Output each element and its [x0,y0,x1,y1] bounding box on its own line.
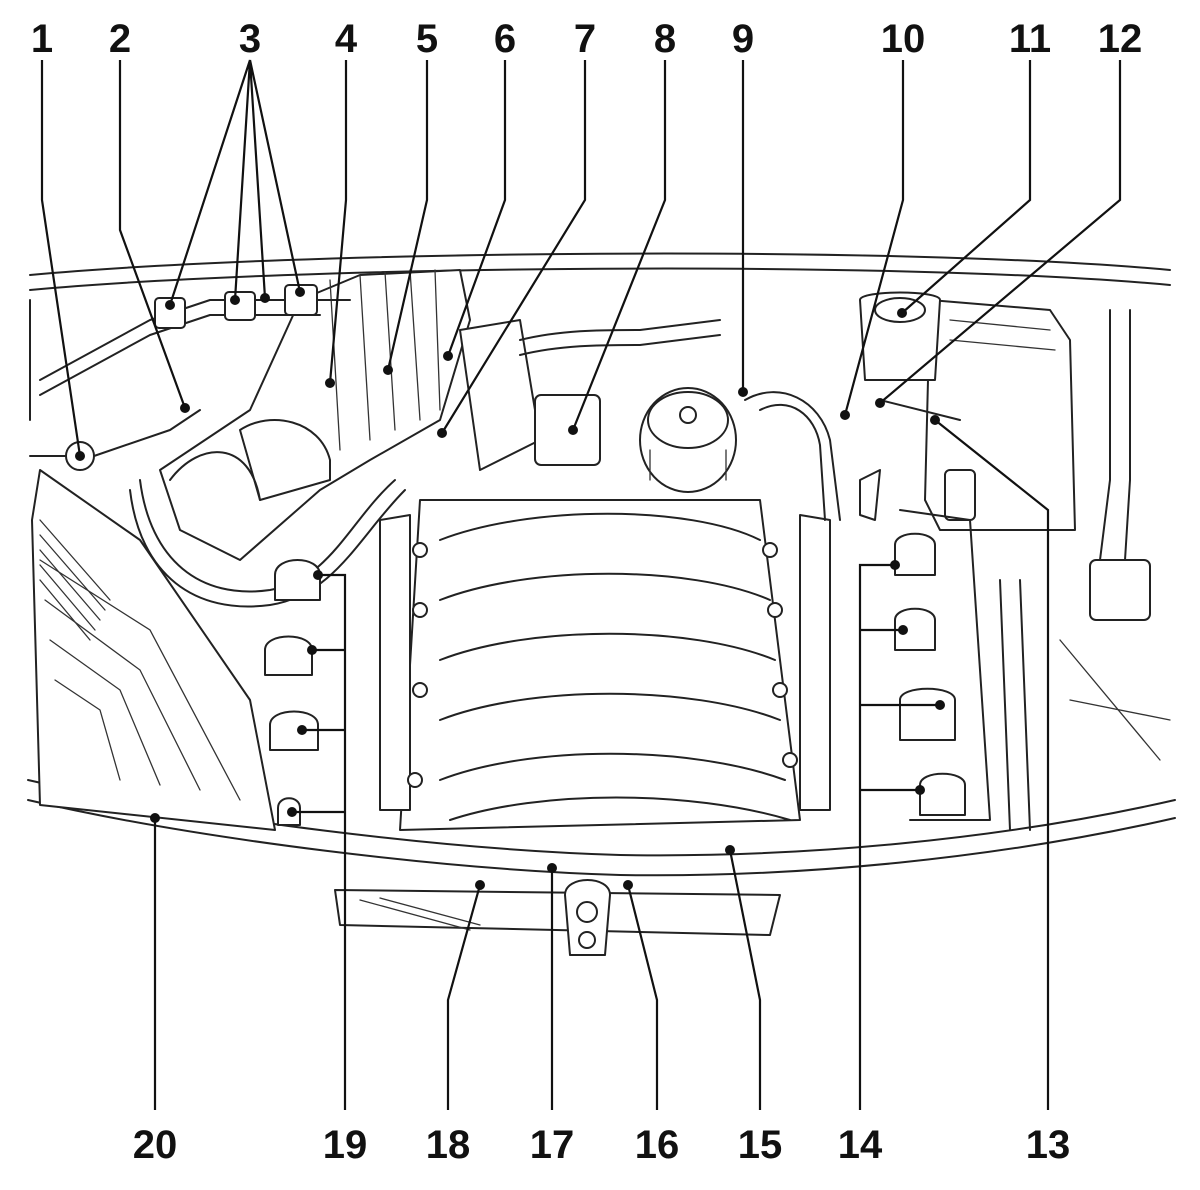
dot-13 [930,415,940,425]
leader-15 [728,849,762,1110]
callout-4: 4 [335,17,358,61]
leader-19 [292,573,347,1110]
dot-19c [297,725,307,735]
leader-4 [328,60,348,384]
callout-5: 5 [416,17,438,61]
callout-13: 13 [1026,1123,1071,1167]
dot-19b [307,645,317,655]
leader-7 [441,60,587,434]
dot-14d [915,785,925,795]
callout-9: 9 [732,17,754,61]
callout-dots [75,287,945,890]
dot-20 [150,813,160,823]
callout-2: 2 [109,17,131,61]
callout-3: 3 [239,17,261,61]
dot-4 [325,378,335,388]
leader-2 [118,60,187,409]
callout-leaders [40,59,1122,1110]
dot-10 [840,410,850,420]
dot-14c [935,700,945,710]
dot-3b [230,295,240,305]
dot-12 [875,398,885,408]
engine-bay-illustration [27,252,1176,956]
dot-3a [165,300,175,310]
callout-18: 18 [426,1123,471,1167]
callout-10: 10 [881,17,926,61]
callout-15: 15 [738,1123,783,1167]
dot-17 [547,863,557,873]
callout-16: 16 [635,1123,680,1167]
dot-19d [287,807,297,817]
dot-2 [180,403,190,413]
callout-20: 20 [133,1123,178,1167]
callout-19: 19 [323,1123,368,1167]
leader-11 [901,60,1032,314]
leader-16 [626,884,659,1110]
dot-6 [443,351,453,361]
dot-19a [313,570,323,580]
dot-3c [260,293,270,303]
dot-7 [437,428,447,438]
leader-1 [40,60,82,457]
leader-14 [858,563,940,1110]
dot-9 [738,387,748,397]
callout-1: 1 [31,17,53,61]
dot-8 [568,425,578,435]
leader-18 [446,884,482,1110]
dot-3d [295,287,305,297]
dot-16 [623,880,633,890]
callout-8: 8 [654,17,676,61]
callout-7: 7 [574,17,596,61]
leader-12 [879,60,1122,404]
leader-3 [168,59,302,306]
dot-11 [897,308,907,318]
callout-14: 14 [838,1123,883,1167]
leader-5 [386,60,429,371]
callout-11: 11 [1009,17,1051,61]
dot-5 [383,365,393,375]
leader-6 [446,60,507,357]
callout-17: 17 [530,1123,575,1167]
leader-13 [934,419,1050,1110]
callout-6: 6 [494,17,516,61]
dot-18 [475,880,485,890]
dot-14b [898,625,908,635]
leader-8 [571,60,667,431]
dot-15 [725,845,735,855]
dot-14a [890,560,900,570]
callout-12: 12 [1098,17,1143,61]
leader-10 [843,60,905,416]
dot-1 [75,451,85,461]
callout-numbers: 1 2 3 4 5 6 7 8 9 10 11 12 13 14 15 16 1… [31,17,1142,1167]
